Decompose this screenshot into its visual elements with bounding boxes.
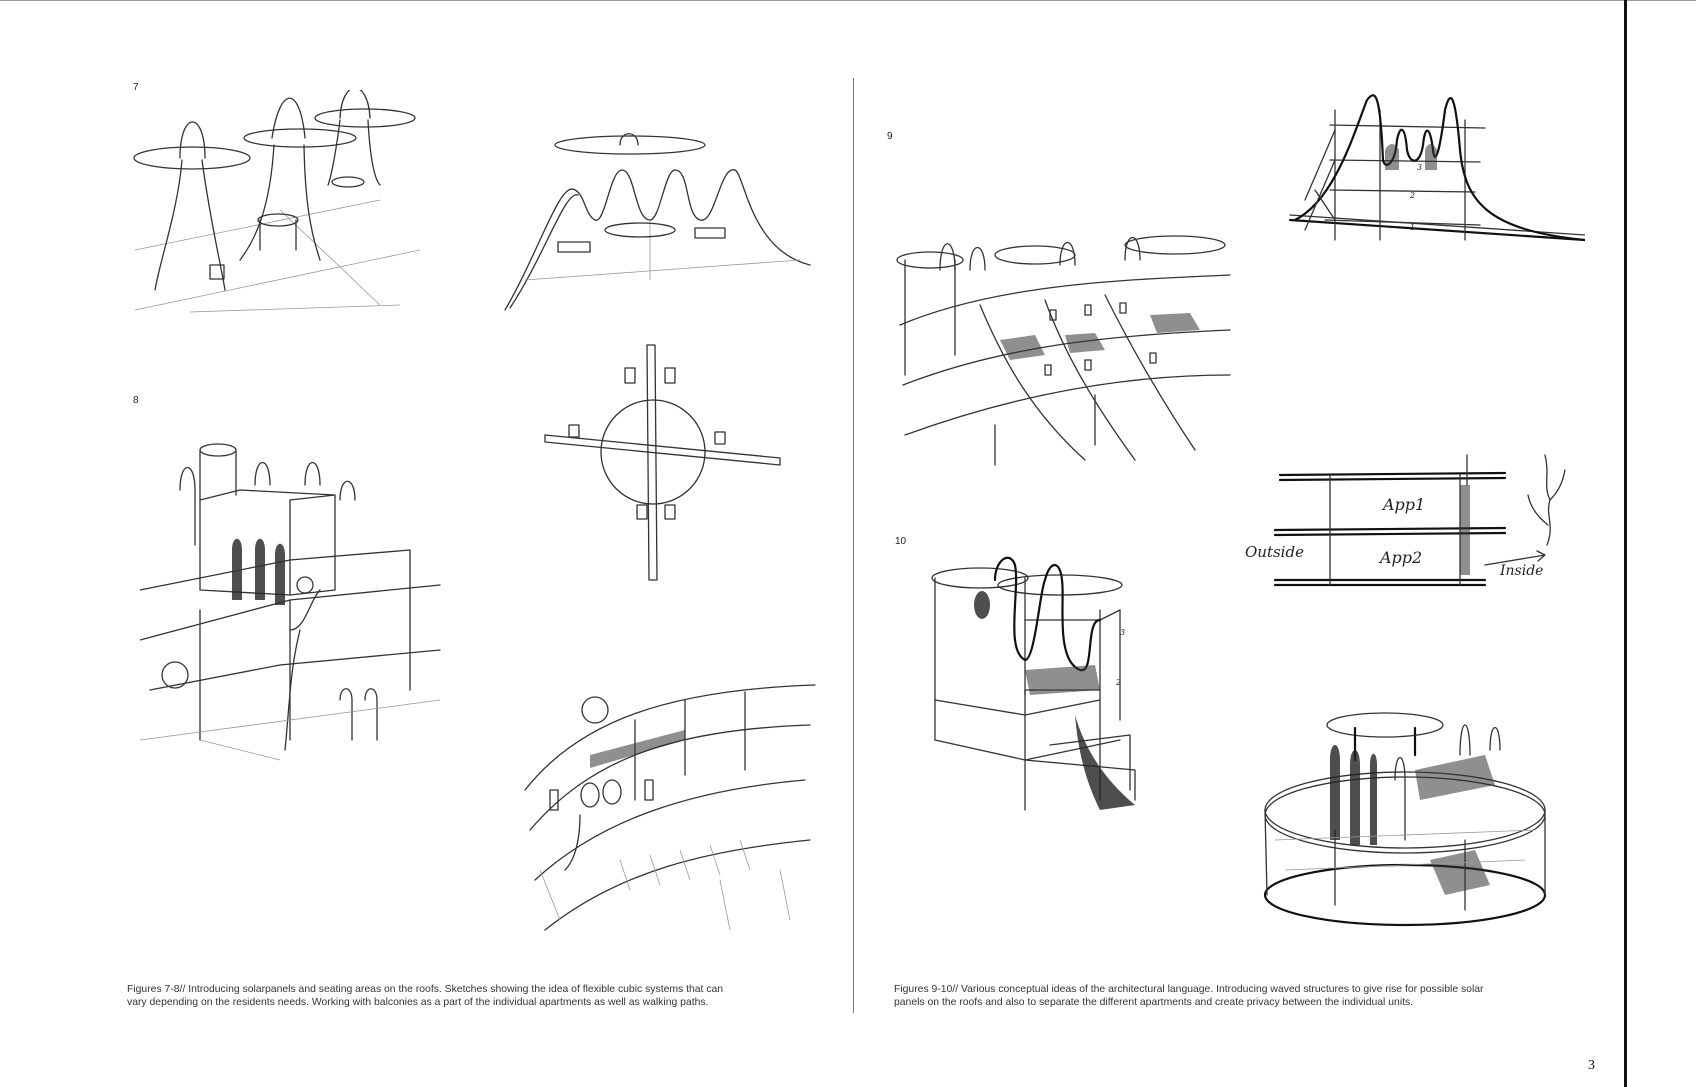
sketch-section-waves: 3 2 1 [1285, 90, 1585, 260]
svg-text:Outside: Outside [1245, 543, 1304, 561]
svg-text:3: 3 [1417, 163, 1422, 172]
svg-text:1: 1 [1410, 223, 1415, 232]
svg-text:2: 2 [1409, 191, 1415, 200]
page-number: 3 [1588, 1058, 1595, 1073]
figure-number-8: 8 [133, 395, 139, 406]
caption-line: Figures 7-8// Introducing solarpanels an… [127, 984, 724, 995]
page-spine-divider [853, 78, 854, 1013]
caption-figures-7-8: Figures 7-8// Introducing solarpanels an… [127, 983, 827, 1009]
figure-number-9: 9 [887, 131, 893, 142]
sketch-section-apartments: App1 App2 Outside Inside [1245, 445, 1595, 595]
svg-text:2: 2 [1115, 678, 1121, 687]
caption-line: vary depending on the residents needs. W… [127, 997, 709, 1008]
sketch-terraced-waved-structure [895, 225, 1235, 475]
figure-number-7: 7 [133, 82, 139, 93]
caption-line: Figures 9-10// Various conceptual ideas … [894, 984, 1484, 995]
sketch-cubic-apartment-block [140, 440, 450, 770]
svg-text:App1: App1 [1381, 495, 1425, 514]
page-right-edge [1624, 0, 1627, 1087]
page-top-rule [0, 0, 1696, 1]
sketch-stacked-cubes-waves: 3 2 [920, 550, 1200, 830]
sketch-solar-discs-seating [130, 90, 430, 315]
sketch-curved-terraces [520, 680, 820, 950]
svg-text:Inside: Inside [1499, 563, 1543, 579]
figure-number-10: 10 [895, 536, 907, 547]
sketch-waved-roof-disc [500, 130, 820, 315]
svg-text:App2: App2 [1378, 548, 1422, 567]
sketch-circular-platform [1255, 700, 1555, 930]
caption-line: panels on the roofs and also to separate… [894, 997, 1414, 1008]
caption-figures-9-10: Figures 9-10// Various conceptual ideas … [894, 983, 1594, 1009]
sketch-plan-cross-circle [535, 340, 790, 585]
svg-text:3: 3 [1120, 628, 1125, 637]
